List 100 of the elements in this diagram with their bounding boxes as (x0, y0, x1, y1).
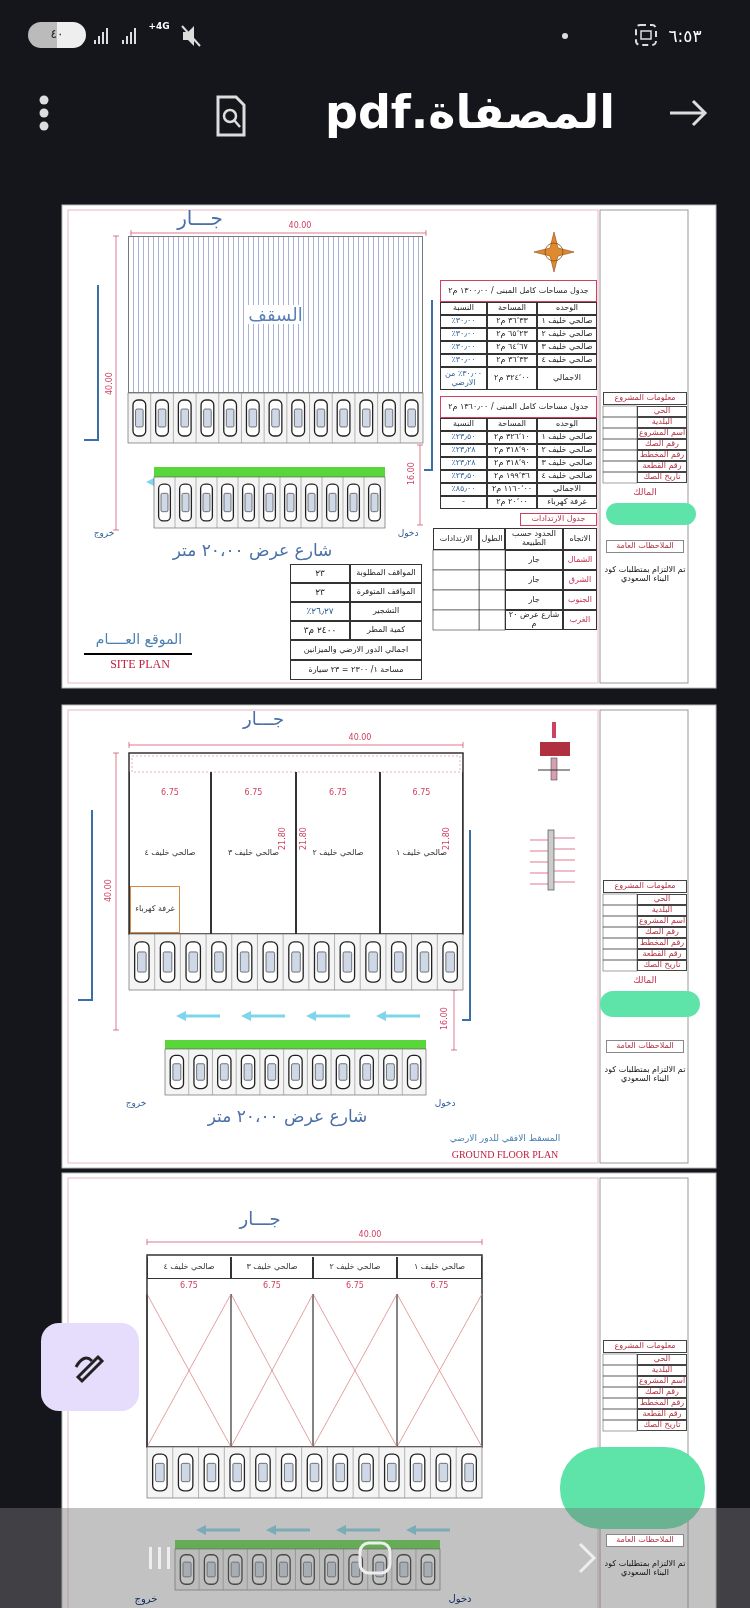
note-text: تم الالتزام بمتطلبات كود البناء السعودي (603, 1558, 687, 1579)
table-cell: ٢٠٬٠٠ م٢ (487, 496, 537, 509)
table-cell: التشجير (350, 602, 422, 621)
battery-indicator: ٤٠ (28, 22, 86, 48)
plan-title-english: GROUND FLOOR PLAN (450, 1148, 560, 1161)
owner-heading: المالك (632, 974, 658, 988)
exit-label: خروج (133, 1592, 159, 1605)
field-label: الحي (637, 894, 687, 905)
table-cell: صالحي خليف ٢ (537, 444, 597, 457)
notes-heading: الملاحظات العامة (606, 540, 684, 553)
table-cell: الشرق (563, 570, 597, 590)
field-label: رقم المخطط (637, 938, 687, 949)
owner-heading: المالك (632, 486, 658, 500)
table-cell: جار (505, 550, 563, 570)
dimension-text: 40.00 (104, 878, 115, 905)
table-cell: كمية المطر (350, 621, 422, 640)
table-cell: ٢٦٫٢٧٪ (290, 602, 350, 621)
table-cell: ٢٣٫٥٠٪ (440, 470, 487, 483)
room-label: صالحي خليف ٢ (312, 848, 364, 858)
field-label: رقم القطعة (637, 1409, 687, 1420)
note-text: تم الالتزام بمتطلبات كود البناء السعودي (603, 1064, 687, 1085)
field-label: رقم المخطط (637, 450, 687, 461)
dimension-text: 6.75 (429, 1281, 450, 1292)
shop-unit (397, 1257, 482, 1279)
section-heading: معلومات المشروع (603, 392, 687, 405)
room-label: صالحي خليف ١ (395, 848, 448, 858)
table-cell: الارتدادات (433, 528, 479, 550)
field-label: تاريخ الصك (637, 960, 687, 971)
table-cell: ٢٣٫٢٨٪ (440, 444, 487, 457)
table-cell: صالحي خليف ٣ (537, 341, 597, 354)
table-cell: ٨٥٫٠٠٪ (440, 483, 487, 496)
room-label: صالحي خليف ٣ (246, 1263, 298, 1272)
table-cell: ٣٦٬٣٣ م٢ (487, 315, 537, 328)
table-cell: المساحة (487, 302, 537, 315)
field-label: اسم المشروع (637, 428, 687, 439)
table-cell: ٦٥٬٢٣ م٢ (487, 328, 537, 341)
table-cell: ٢٣ (290, 583, 350, 602)
neighbor-label: جـــار (175, 207, 224, 229)
table-cell: شارع عرض ٢٠ م (505, 610, 563, 630)
dimension-text: 40.00 (357, 1230, 383, 1241)
field-label: اسم المشروع (637, 1376, 687, 1387)
dimension-text: 16.00 (407, 461, 418, 488)
note-text: تم الالتزام بمتطلبات كود البناء السعودي (603, 564, 687, 585)
dimension-text: 6.75 (243, 788, 264, 799)
street-label: شارع عرض ٢٠،٠٠ متر (171, 538, 334, 562)
room-label: السقف (248, 304, 303, 325)
notes-heading: الملاحظات العامة (606, 1040, 684, 1053)
shop-unit (296, 772, 380, 934)
table-cell: صالحي خليف ٣ (537, 457, 597, 470)
table-cell: المواقف المتوفرة (350, 583, 422, 602)
network-type-label: 4G+ (147, 20, 171, 34)
dimension-text: 21.80 (299, 826, 310, 853)
dimension-text: 16.00 (440, 1006, 451, 1033)
table-cell: الاتجاه (563, 528, 597, 550)
table-cell: النسبة (440, 418, 487, 431)
field-label: رقم الصك (637, 927, 687, 938)
dimension-text: 40.00 (105, 371, 116, 398)
status-time: ٦:٥٣ (667, 24, 703, 48)
field-label: رقم المخطط (637, 1398, 687, 1409)
table-cell: اجمالي الدور الارضي والميزانين (290, 640, 422, 660)
table-cell: ٣٠٫٠٠٪ من الارضي (440, 367, 487, 390)
shop-unit (129, 772, 211, 934)
shop-unit (211, 772, 296, 934)
dimension-text: 40.00 (347, 733, 373, 744)
table-cell: ٢٣٫٥٠٪ (440, 431, 487, 444)
field-label: الحي (637, 1354, 687, 1365)
dimension-text: 6.75 (328, 788, 348, 799)
table-cell: ٣٠٫٠٠٪ (440, 354, 487, 367)
table-cell: جار (505, 570, 563, 590)
table-cell: ٣١٨٬٩٠ م٢ (487, 457, 537, 470)
exit-label: خروج (124, 1098, 148, 1110)
section-heading: معلومات المشروع (603, 1340, 687, 1353)
table-cell: الوحده (537, 418, 597, 431)
table-cell: الحدود حسب الطبيعة (505, 528, 563, 550)
section-heading: معلومات المشروع (603, 880, 687, 893)
dimension-text: 6.75 (160, 788, 180, 799)
table-cell: ٢٤٠٠ م٣ (290, 621, 350, 640)
table-cell: ٣٠٫٠٠٪ (440, 315, 487, 328)
field-label: البلدية (637, 1365, 687, 1376)
table-cell: المساحة (487, 418, 537, 431)
table-cell: الجنوب (563, 590, 597, 610)
shop-unit (313, 1257, 397, 1279)
table-title: جدول مساحات كامل المبنى / ١٣٠٠٫٠٠ م٢ (440, 280, 597, 302)
table-cell: ٢٣ (290, 564, 350, 583)
table-cell: الطول (479, 528, 505, 550)
table-cell: ٢٣٫٢٨٪ (440, 457, 487, 470)
field-label: اسم المشروع (637, 916, 687, 927)
table-title: جدول مساحات كامل المبنى / ١٣٦٠٫٠٠ م٢ (440, 396, 597, 418)
shop-unit (147, 1257, 231, 1279)
neighbor-label: جـــار (241, 708, 286, 730)
table-cell: غرفة كهرباء (537, 496, 597, 509)
table-cell: ١٩٩٬٣٦ م٢ (487, 470, 537, 483)
table-cell: صالحي خليف ٤ (537, 470, 597, 483)
table-cell: الاجمالي (537, 367, 597, 390)
neighbor-label: جـــار (237, 1208, 282, 1230)
table-cell: مساحة ١/ ٢٣٠٠ = ٢٣ سيارة (290, 660, 422, 680)
entrance-label: دخول (396, 528, 420, 540)
dimension-text: 6.75 (345, 1281, 365, 1292)
table-cell: الغرب (563, 610, 597, 630)
room-label: صالحي خليف ٢ (329, 1263, 381, 1272)
